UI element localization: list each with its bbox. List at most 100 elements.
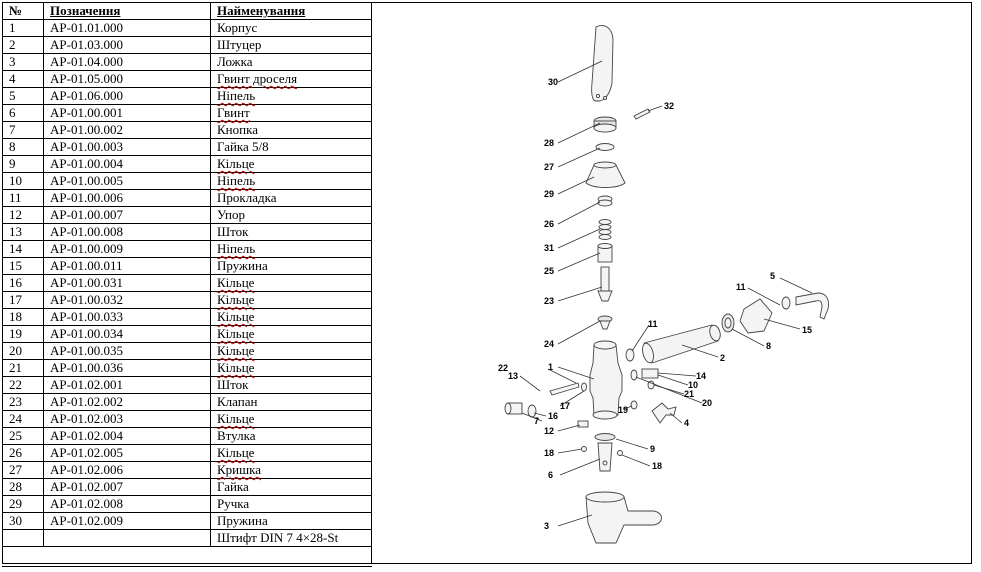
- cell-code: АР-01.06.000: [43, 87, 211, 105]
- callout-label: 15: [802, 325, 812, 335]
- cell-name: Штуцер: [210, 36, 372, 54]
- part-1-top: [593, 340, 617, 350]
- part-2-end: [709, 324, 721, 342]
- part-11b-shape: [781, 296, 791, 310]
- cell-num: 11: [2, 189, 44, 207]
- callout-label: 8: [766, 341, 771, 351]
- row-number: 25: [9, 428, 22, 443]
- part-27-shape: [595, 143, 615, 151]
- part-name: Кільце: [217, 343, 255, 358]
- part-7-face: [504, 402, 512, 415]
- part-26-shape2: [597, 199, 613, 207]
- part-3-top: [585, 491, 625, 503]
- part-name: Пружина: [217, 258, 268, 273]
- part-code: АР-01.02.009: [50, 513, 123, 528]
- cell-name: Гайка: [210, 478, 372, 496]
- cell-code: АР-01.00.011: [43, 257, 211, 275]
- part-code: АР-01.00.005: [50, 173, 123, 188]
- row-number: 17: [9, 292, 22, 307]
- callout-label: 22: [498, 363, 508, 373]
- callout-label: 2: [720, 353, 725, 363]
- part-name: Пружина: [217, 513, 268, 528]
- part-19-shape: [630, 400, 638, 410]
- part-name: Гайка: [217, 479, 249, 494]
- cell-num: 1: [2, 19, 44, 37]
- cell-code: АР-01.00.034: [43, 325, 211, 343]
- callout-label: 11: [736, 282, 746, 292]
- part-22-shape: [549, 382, 580, 396]
- cell-code: АР-01.01.000: [43, 19, 211, 37]
- part-4-shape: [651, 402, 677, 424]
- row-number: 5: [9, 88, 16, 103]
- cell-code: АР-01.02.005: [43, 444, 211, 462]
- part-name: Кільце: [217, 275, 255, 290]
- part-18a-shape: [581, 446, 587, 452]
- callout-label: 28: [544, 138, 554, 148]
- cell-num: 9: [2, 155, 44, 173]
- cell-name: Пружина: [210, 257, 372, 275]
- cell-num: 5: [2, 87, 44, 105]
- cell-code: АР-01.02.001: [43, 376, 211, 394]
- cell-code: АР-01.02.003: [43, 410, 211, 428]
- row-number: 7: [9, 122, 16, 137]
- part-code: АР-01.00.032: [50, 292, 123, 307]
- cell-name: Гайка 5/8: [210, 138, 372, 156]
- cell-num: 2: [2, 36, 44, 54]
- cell-name: Кільце: [210, 325, 372, 343]
- part-name: Кільце: [217, 411, 255, 426]
- callout-label: 7: [534, 416, 539, 426]
- part-name: Гвинт дроселя: [217, 71, 298, 86]
- part-name: Шток: [217, 377, 249, 392]
- callout-label: 19: [618, 405, 628, 415]
- part-code: АР-01.00.007: [50, 207, 123, 222]
- callout-label: 24: [544, 339, 554, 349]
- part-code: АР-01.00.009: [50, 241, 123, 256]
- cell-num: 21: [2, 359, 44, 377]
- row-number: 14: [9, 241, 22, 256]
- cell-num: 27: [2, 461, 44, 479]
- part-code: АР-01.06.000: [50, 88, 123, 103]
- part-10-shape: [641, 368, 659, 379]
- cell-name: Кільце: [210, 291, 372, 309]
- cell-code: АР-01.00.032: [43, 291, 211, 309]
- cell-code: [43, 529, 211, 547]
- part-name: Клапан: [217, 394, 258, 409]
- part-code: АР-01.00.001: [50, 105, 123, 120]
- part-2-front: [642, 342, 654, 364]
- cell-name: Кільце: [210, 274, 372, 292]
- cell-name: Кільце: [210, 410, 372, 428]
- cell-num: 26: [2, 444, 44, 462]
- part-name: Кільце: [217, 326, 255, 341]
- column-divider: [371, 2, 372, 564]
- cell-name: Втулка: [210, 427, 372, 445]
- part-name: Ніпель: [217, 173, 256, 188]
- row-number: 10: [9, 173, 22, 188]
- part-code: АР-01.02.003: [50, 411, 123, 426]
- part-8-hole: [724, 317, 732, 329]
- part-29-shape: [585, 164, 626, 188]
- cell-name: Гвинт дроселя: [210, 70, 372, 88]
- cell-name: Кільце: [210, 155, 372, 173]
- callout-label: 13: [508, 371, 518, 381]
- part-30-hole: [602, 95, 608, 101]
- part-name: Кільце: [217, 360, 255, 375]
- row-number: 16: [9, 275, 22, 290]
- cell-name: Кільце: [210, 342, 372, 360]
- callout-label: 17: [560, 401, 570, 411]
- cell-num: 12: [2, 206, 44, 224]
- cell-name: Клапан: [210, 393, 372, 411]
- callout-label: 16: [548, 411, 558, 421]
- row-number: 9: [9, 156, 16, 171]
- cell-num: 7: [2, 121, 44, 139]
- row-number: 23: [9, 394, 22, 409]
